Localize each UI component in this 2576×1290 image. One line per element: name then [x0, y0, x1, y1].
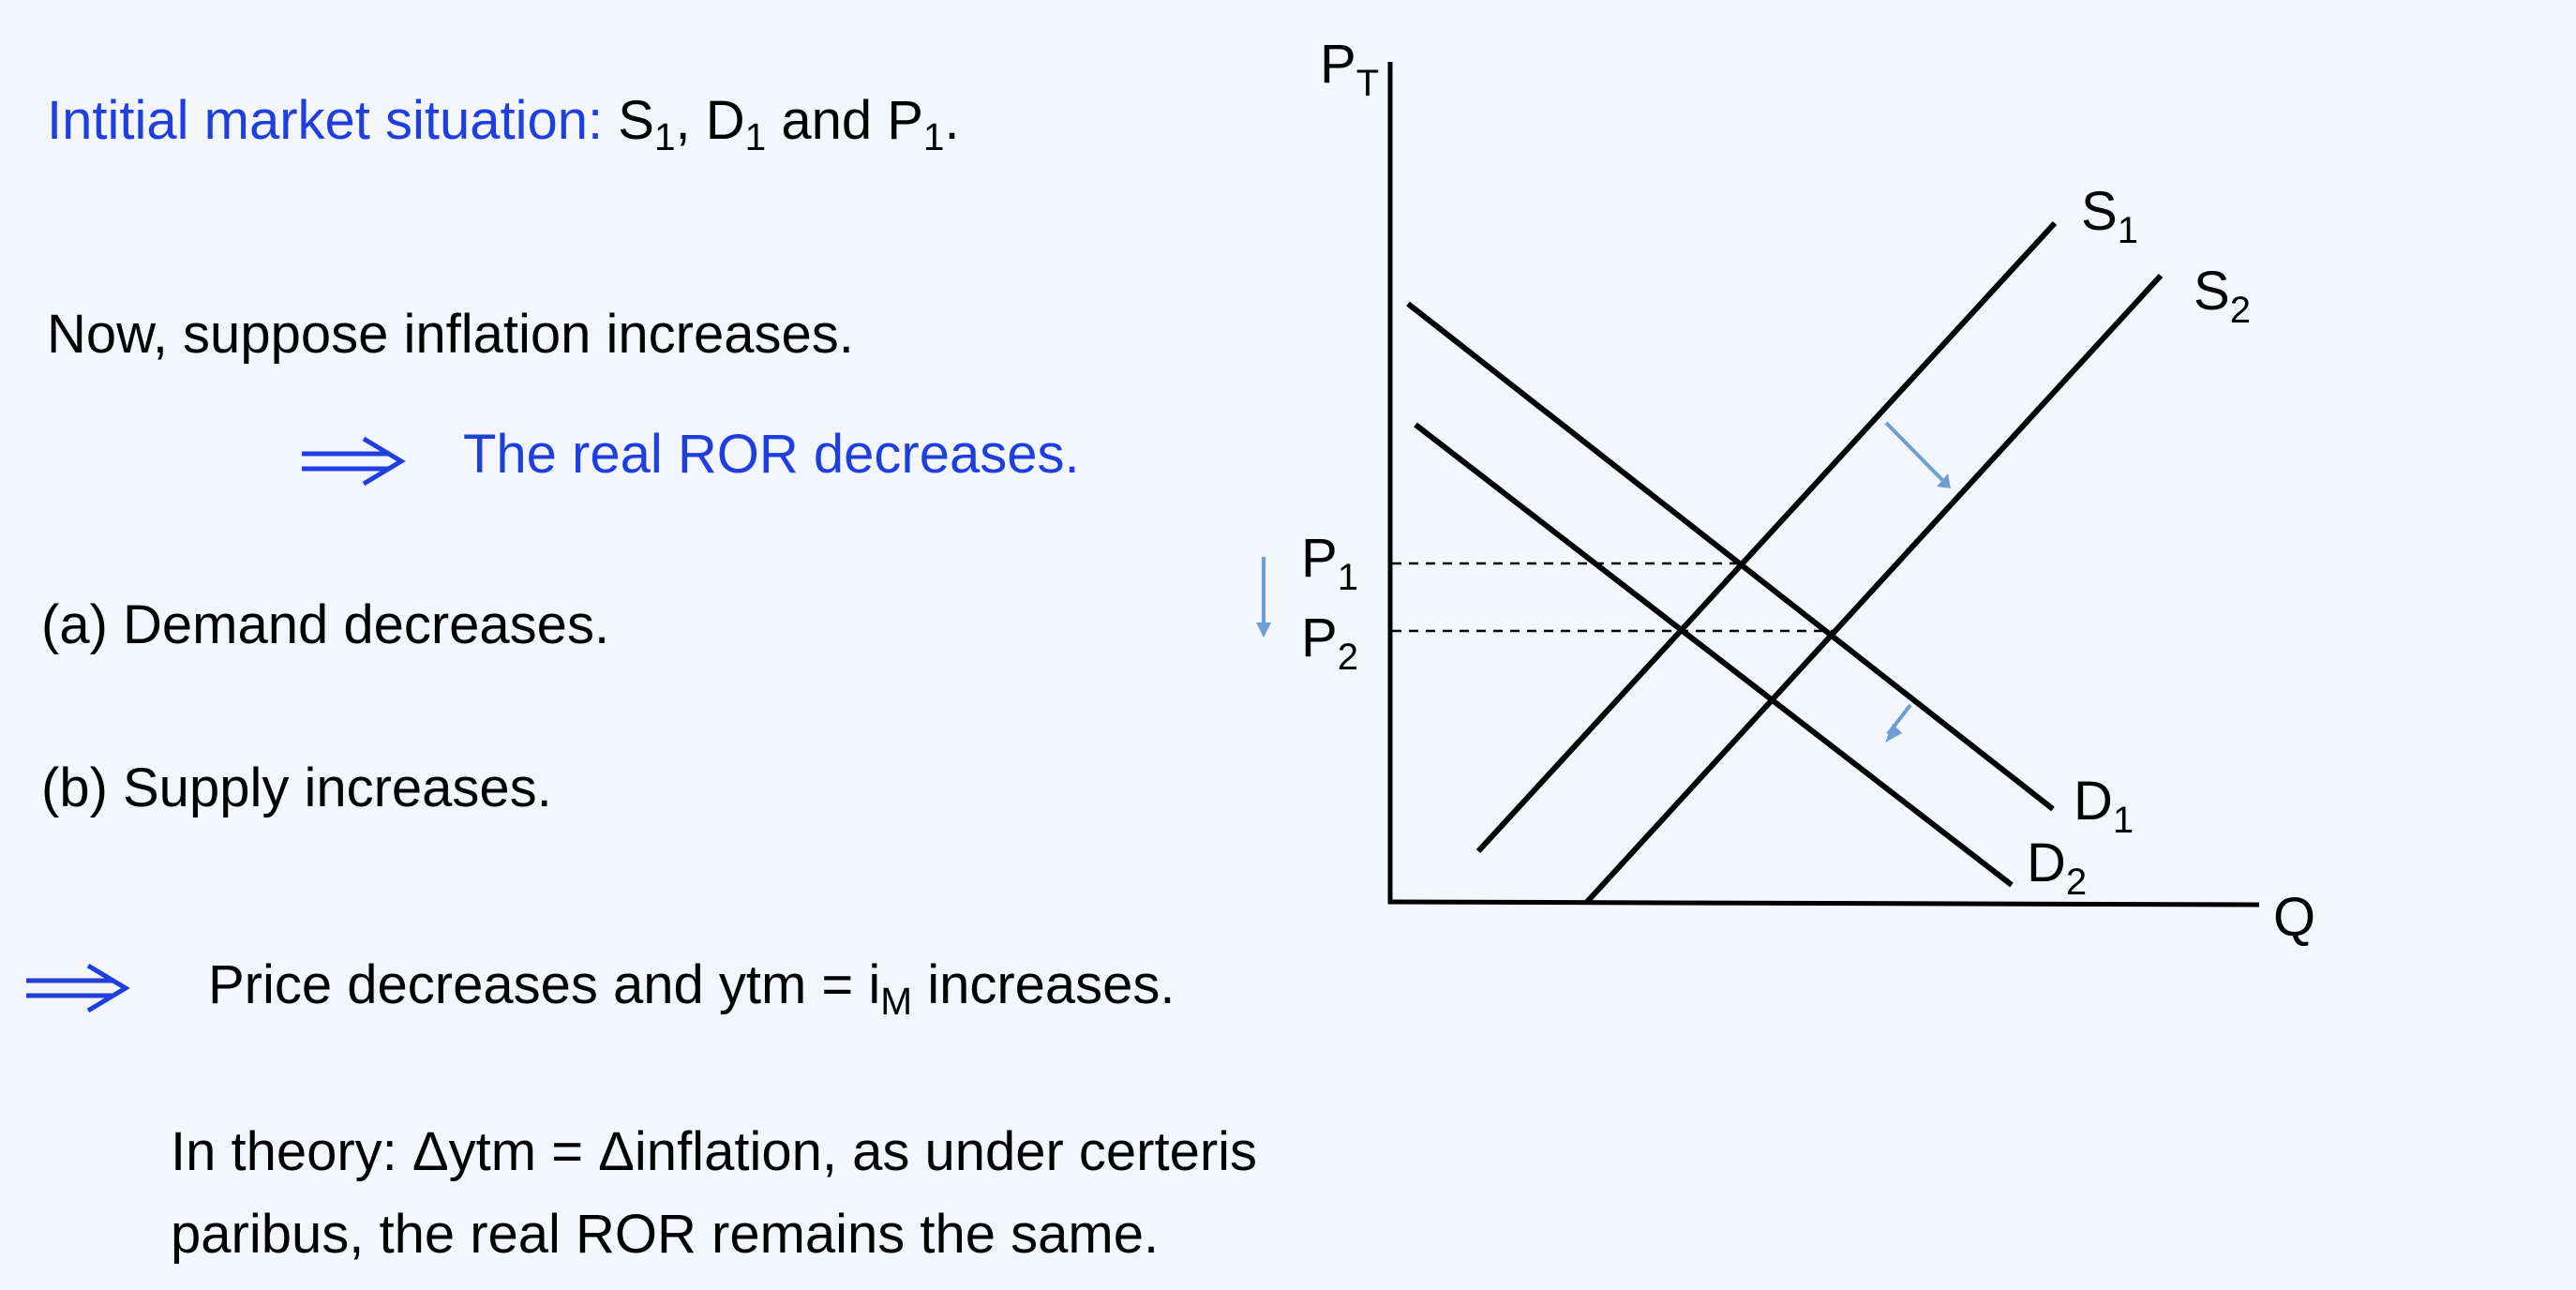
implies-arrow-icon	[26, 963, 130, 1013]
price-decreases-line: Price decreases and ytm = iM increases.	[208, 954, 1176, 1024]
initial-situation-line: Intitial market situation: S1, D1 and P1…	[47, 90, 960, 159]
initial-situation-prefix: Intitial market situation:	[47, 90, 619, 151]
theory-line-2: paribus, the real ROR remains the same.	[171, 1204, 1160, 1265]
implies-arrow-icon	[302, 436, 406, 487]
x-axis	[1387, 899, 2260, 908]
p1-mention: P1	[887, 90, 945, 159]
supply-shift-arrow-icon	[1884, 421, 1951, 488]
theory-line-1: In theory: Δytm = Δinflation, as under c…	[171, 1121, 1258, 1182]
demand-decreases: (a) Demand decreases.	[41, 594, 610, 655]
d1-label: D1	[2074, 771, 2134, 841]
d2-label: D2	[2027, 832, 2087, 903]
supply-curve-s1	[1475, 220, 2058, 854]
p1-label: P1	[1301, 528, 1358, 598]
s1-label: S1	[2081, 181, 2138, 251]
supply-curve-s2	[1584, 273, 2164, 905]
y-axis-label: PT	[1320, 34, 1379, 104]
real-ror-decreases: The real ROR decreases.	[463, 424, 1080, 485]
p2-label: P2	[1301, 608, 1358, 678]
inflation-statement: Now, suppose inflation increases.	[47, 304, 854, 365]
price-down-arrow-icon	[1256, 557, 1271, 638]
supply-increases: (b) Supply increases.	[41, 758, 552, 818]
demand-curve-d2	[1414, 422, 2014, 888]
d1-mention: D1	[705, 90, 767, 159]
s1-mention: S1	[618, 90, 676, 159]
demand-curve-d1	[1406, 301, 2055, 812]
x-axis-label: Q	[2273, 887, 2315, 948]
s2-label: S2	[2194, 261, 2251, 331]
demand-shift-arrow-icon	[1885, 703, 1912, 742]
